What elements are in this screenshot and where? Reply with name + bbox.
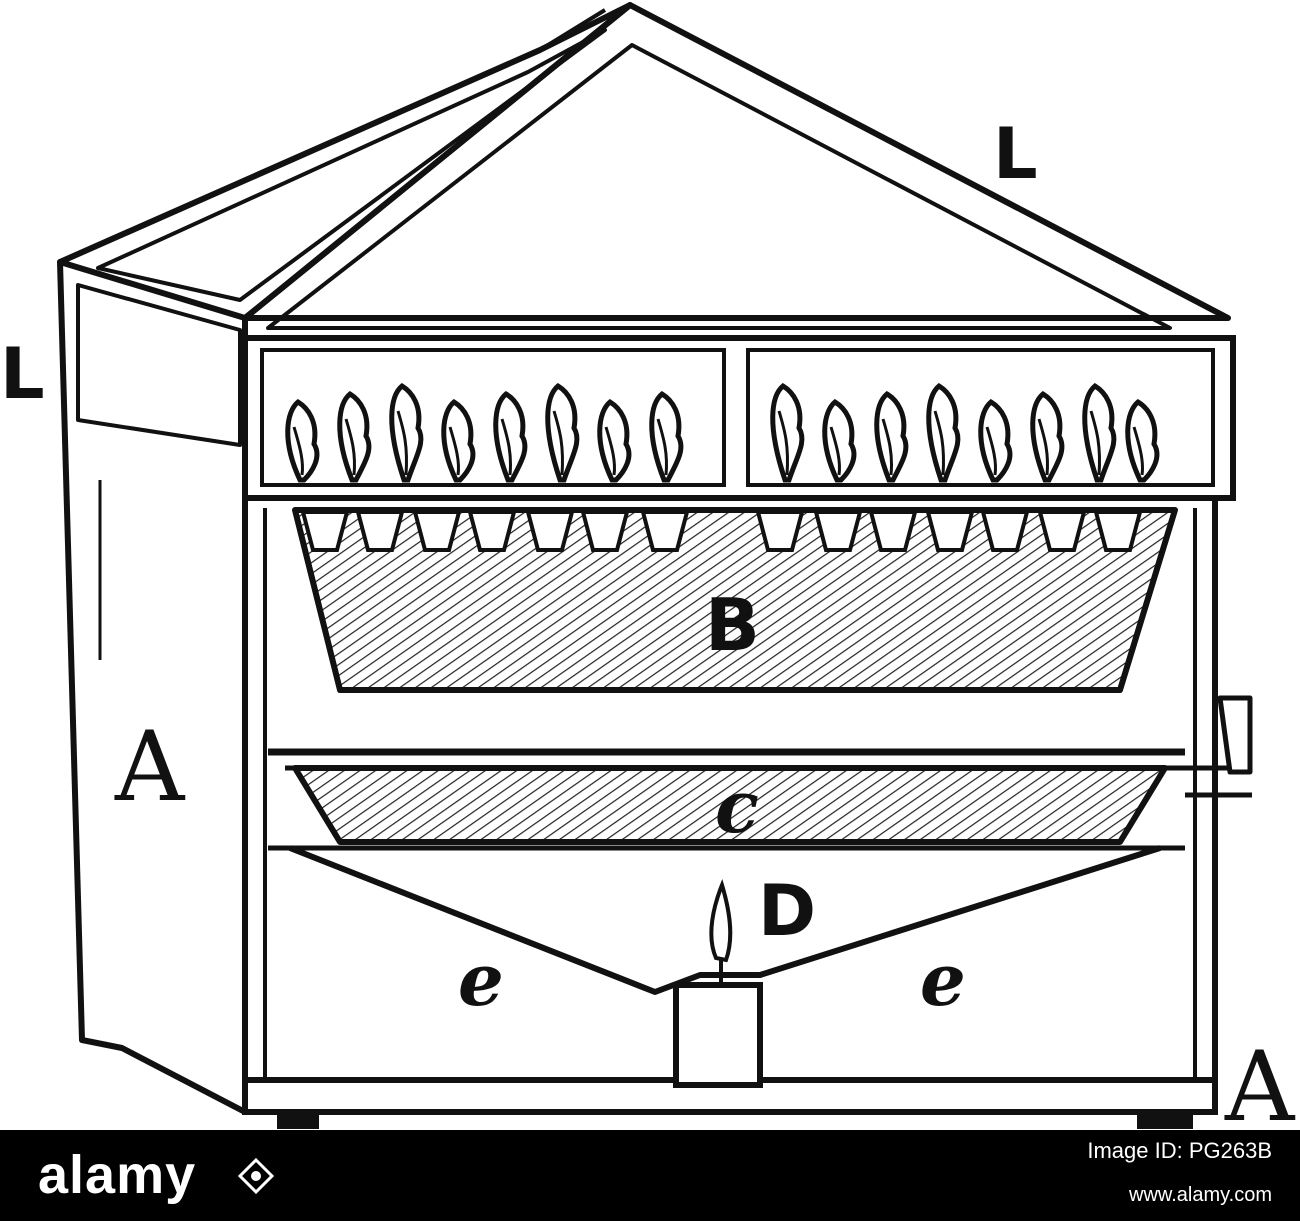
plant-pot	[412, 510, 462, 552]
seedlings	[285, 382, 1160, 483]
germinating-apparatus-diagram: L L B A A c D e e	[0, 2, 1296, 1130]
label-b: B	[705, 583, 760, 667]
seedling-vein	[344, 418, 356, 476]
seedling-vein	[985, 426, 997, 476]
seedling-vein	[777, 410, 789, 476]
seedling	[493, 390, 528, 483]
seedling-vein	[1037, 418, 1049, 476]
plant-pot	[525, 510, 575, 552]
plant-pot	[980, 510, 1030, 552]
seedling-vein	[500, 418, 512, 476]
seedling	[337, 390, 372, 483]
lamp-d	[673, 878, 763, 1088]
plant-pot	[1037, 510, 1087, 552]
seedling-vein	[881, 418, 893, 476]
label-c: c	[715, 764, 759, 849]
seedling-vein	[1132, 426, 1144, 476]
plant-pot	[1093, 510, 1143, 552]
seedling-vein	[292, 426, 304, 476]
label-d: D	[758, 870, 816, 952]
seedling	[1030, 390, 1065, 483]
seedling	[285, 398, 320, 483]
label-e-right: e	[920, 937, 966, 1022]
heat-deflector-e	[268, 845, 1185, 995]
seedling-vein	[1089, 410, 1101, 476]
seedling	[1082, 382, 1117, 483]
seedling-vein	[604, 426, 616, 476]
left-side-panel	[57, 259, 248, 1115]
pots	[300, 510, 1143, 552]
seedling	[389, 382, 424, 483]
label-a-right: A	[1224, 1031, 1296, 1130]
seedling	[1125, 398, 1160, 483]
seedling	[545, 382, 580, 483]
alamy-mark-icon	[238, 1158, 274, 1194]
plant-pot	[813, 510, 863, 552]
seedling	[978, 398, 1013, 483]
seedling-vein	[396, 410, 408, 476]
label-e-left: e	[458, 937, 504, 1022]
seedling-vein	[656, 418, 668, 476]
plant-pot	[355, 510, 405, 552]
label-l-top: L	[993, 113, 1038, 195]
seedling	[649, 390, 684, 483]
seedling-vein	[448, 426, 460, 476]
plant-pot	[640, 510, 690, 552]
image-id-text: Image ID: PG263B	[1087, 1138, 1272, 1163]
plant-pot	[755, 510, 805, 552]
site-url-text: www.alamy.com	[1129, 1184, 1272, 1206]
plant-pot	[868, 510, 918, 552]
plant-pot	[467, 510, 517, 552]
plant-pot	[925, 510, 975, 552]
seedling-vein	[552, 410, 564, 476]
plant-pot	[300, 510, 350, 552]
seedling-vein	[829, 426, 841, 476]
labels: L L B A A c D e e	[0, 113, 1296, 1130]
seedling	[926, 382, 961, 483]
seedling	[874, 390, 909, 483]
seedling	[822, 398, 857, 483]
seedling-vein	[933, 410, 945, 476]
seedling	[441, 398, 476, 483]
seedling	[597, 398, 632, 483]
seedling	[770, 382, 805, 483]
label-a-left: A	[114, 711, 186, 823]
water-pan-c	[268, 695, 1253, 845]
plant-pot	[580, 510, 630, 552]
alamy-logo: alamy	[38, 1145, 197, 1205]
watermark-banner: alamy Image ID: PG263B www.alamy.com	[0, 1130, 1300, 1221]
lid-roof	[57, 2, 1231, 330]
label-l-left: L	[0, 333, 45, 415]
